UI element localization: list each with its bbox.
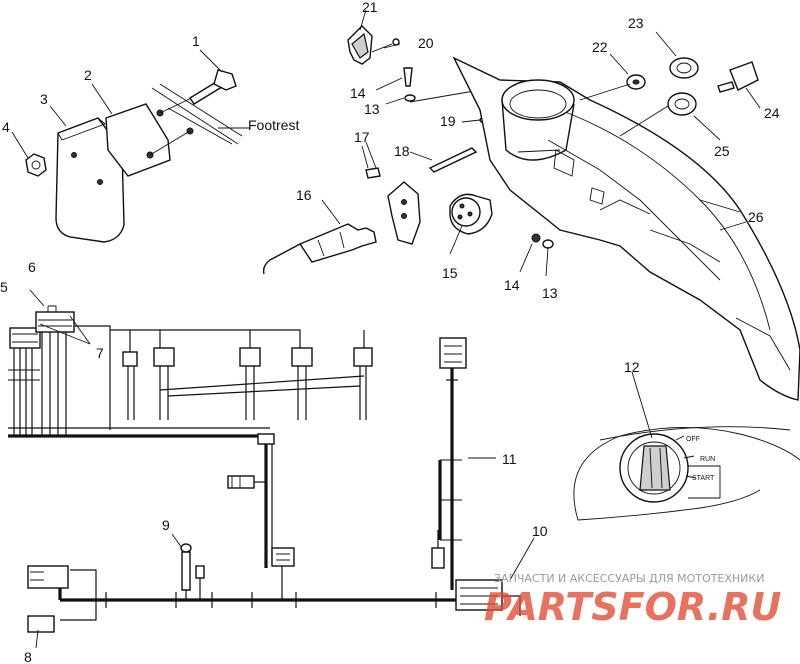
callout-6: 6: [28, 259, 36, 275]
callout-25: 25: [714, 143, 730, 159]
callout-20: 20: [418, 35, 434, 51]
switch-off-label: OFF: [686, 436, 700, 443]
callout-7: 7: [96, 345, 104, 361]
callout-23: 23: [628, 15, 644, 31]
callout-10: 10: [532, 523, 548, 539]
callout-22: 22: [592, 39, 608, 55]
callout-13a: 13: [364, 101, 380, 117]
callout-11: 11: [502, 451, 517, 467]
callout-9: 9: [162, 517, 170, 533]
watermark-brand: PARTSFOR.RU: [484, 585, 782, 629]
callout-12: 12: [624, 359, 640, 375]
switch-start-label: START: [692, 475, 715, 482]
callout-14b: 14: [504, 277, 520, 293]
callout-19: 19: [440, 113, 456, 129]
callout-2: 2: [84, 67, 92, 83]
callout-1: 1: [192, 33, 200, 49]
callout-15: 15: [442, 265, 458, 281]
key-parts: 22 23 24 25 26: [579, 15, 780, 231]
footrest-bracket-assembly: 1 2 3 4 Footrest: [2, 33, 299, 243]
callout-24: 24: [764, 105, 780, 121]
callout-26: 26: [748, 209, 764, 225]
switch-run-label: RUN: [700, 456, 715, 463]
watermark: ЗАПЧАСТИ И АКСЕССУАРЫ ДЛЯ МОТОТЕХНИКИ PA…: [484, 572, 782, 629]
callout-5: 5: [0, 279, 8, 295]
callout-18: 18: [394, 143, 410, 159]
callout-13b: 13: [542, 285, 558, 301]
callout-21: 21: [362, 0, 378, 15]
ignition-switch-detail: OFF RUN START 12: [573, 359, 800, 521]
callout-16: 16: [296, 187, 312, 203]
callout-17: 17: [354, 129, 370, 145]
callout-4: 4: [2, 119, 10, 135]
callout-3: 3: [40, 91, 48, 107]
footrest-label: Footrest: [248, 117, 299, 133]
callout-8: 8: [24, 649, 32, 664]
wiring-harness: 6 5 7 11 10 9 8: [0, 259, 548, 664]
switch-parts: 21 20 14 13 19 17 18 16 15 14 13: [262, 0, 558, 301]
callout-14a: 14: [350, 85, 366, 101]
watermark-tagline: ЗАПЧАСТИ И АКСЕССУАРЫ ДЛЯ МОТОТЕХНИКИ: [494, 572, 764, 585]
console-panel: [452, 56, 800, 401]
